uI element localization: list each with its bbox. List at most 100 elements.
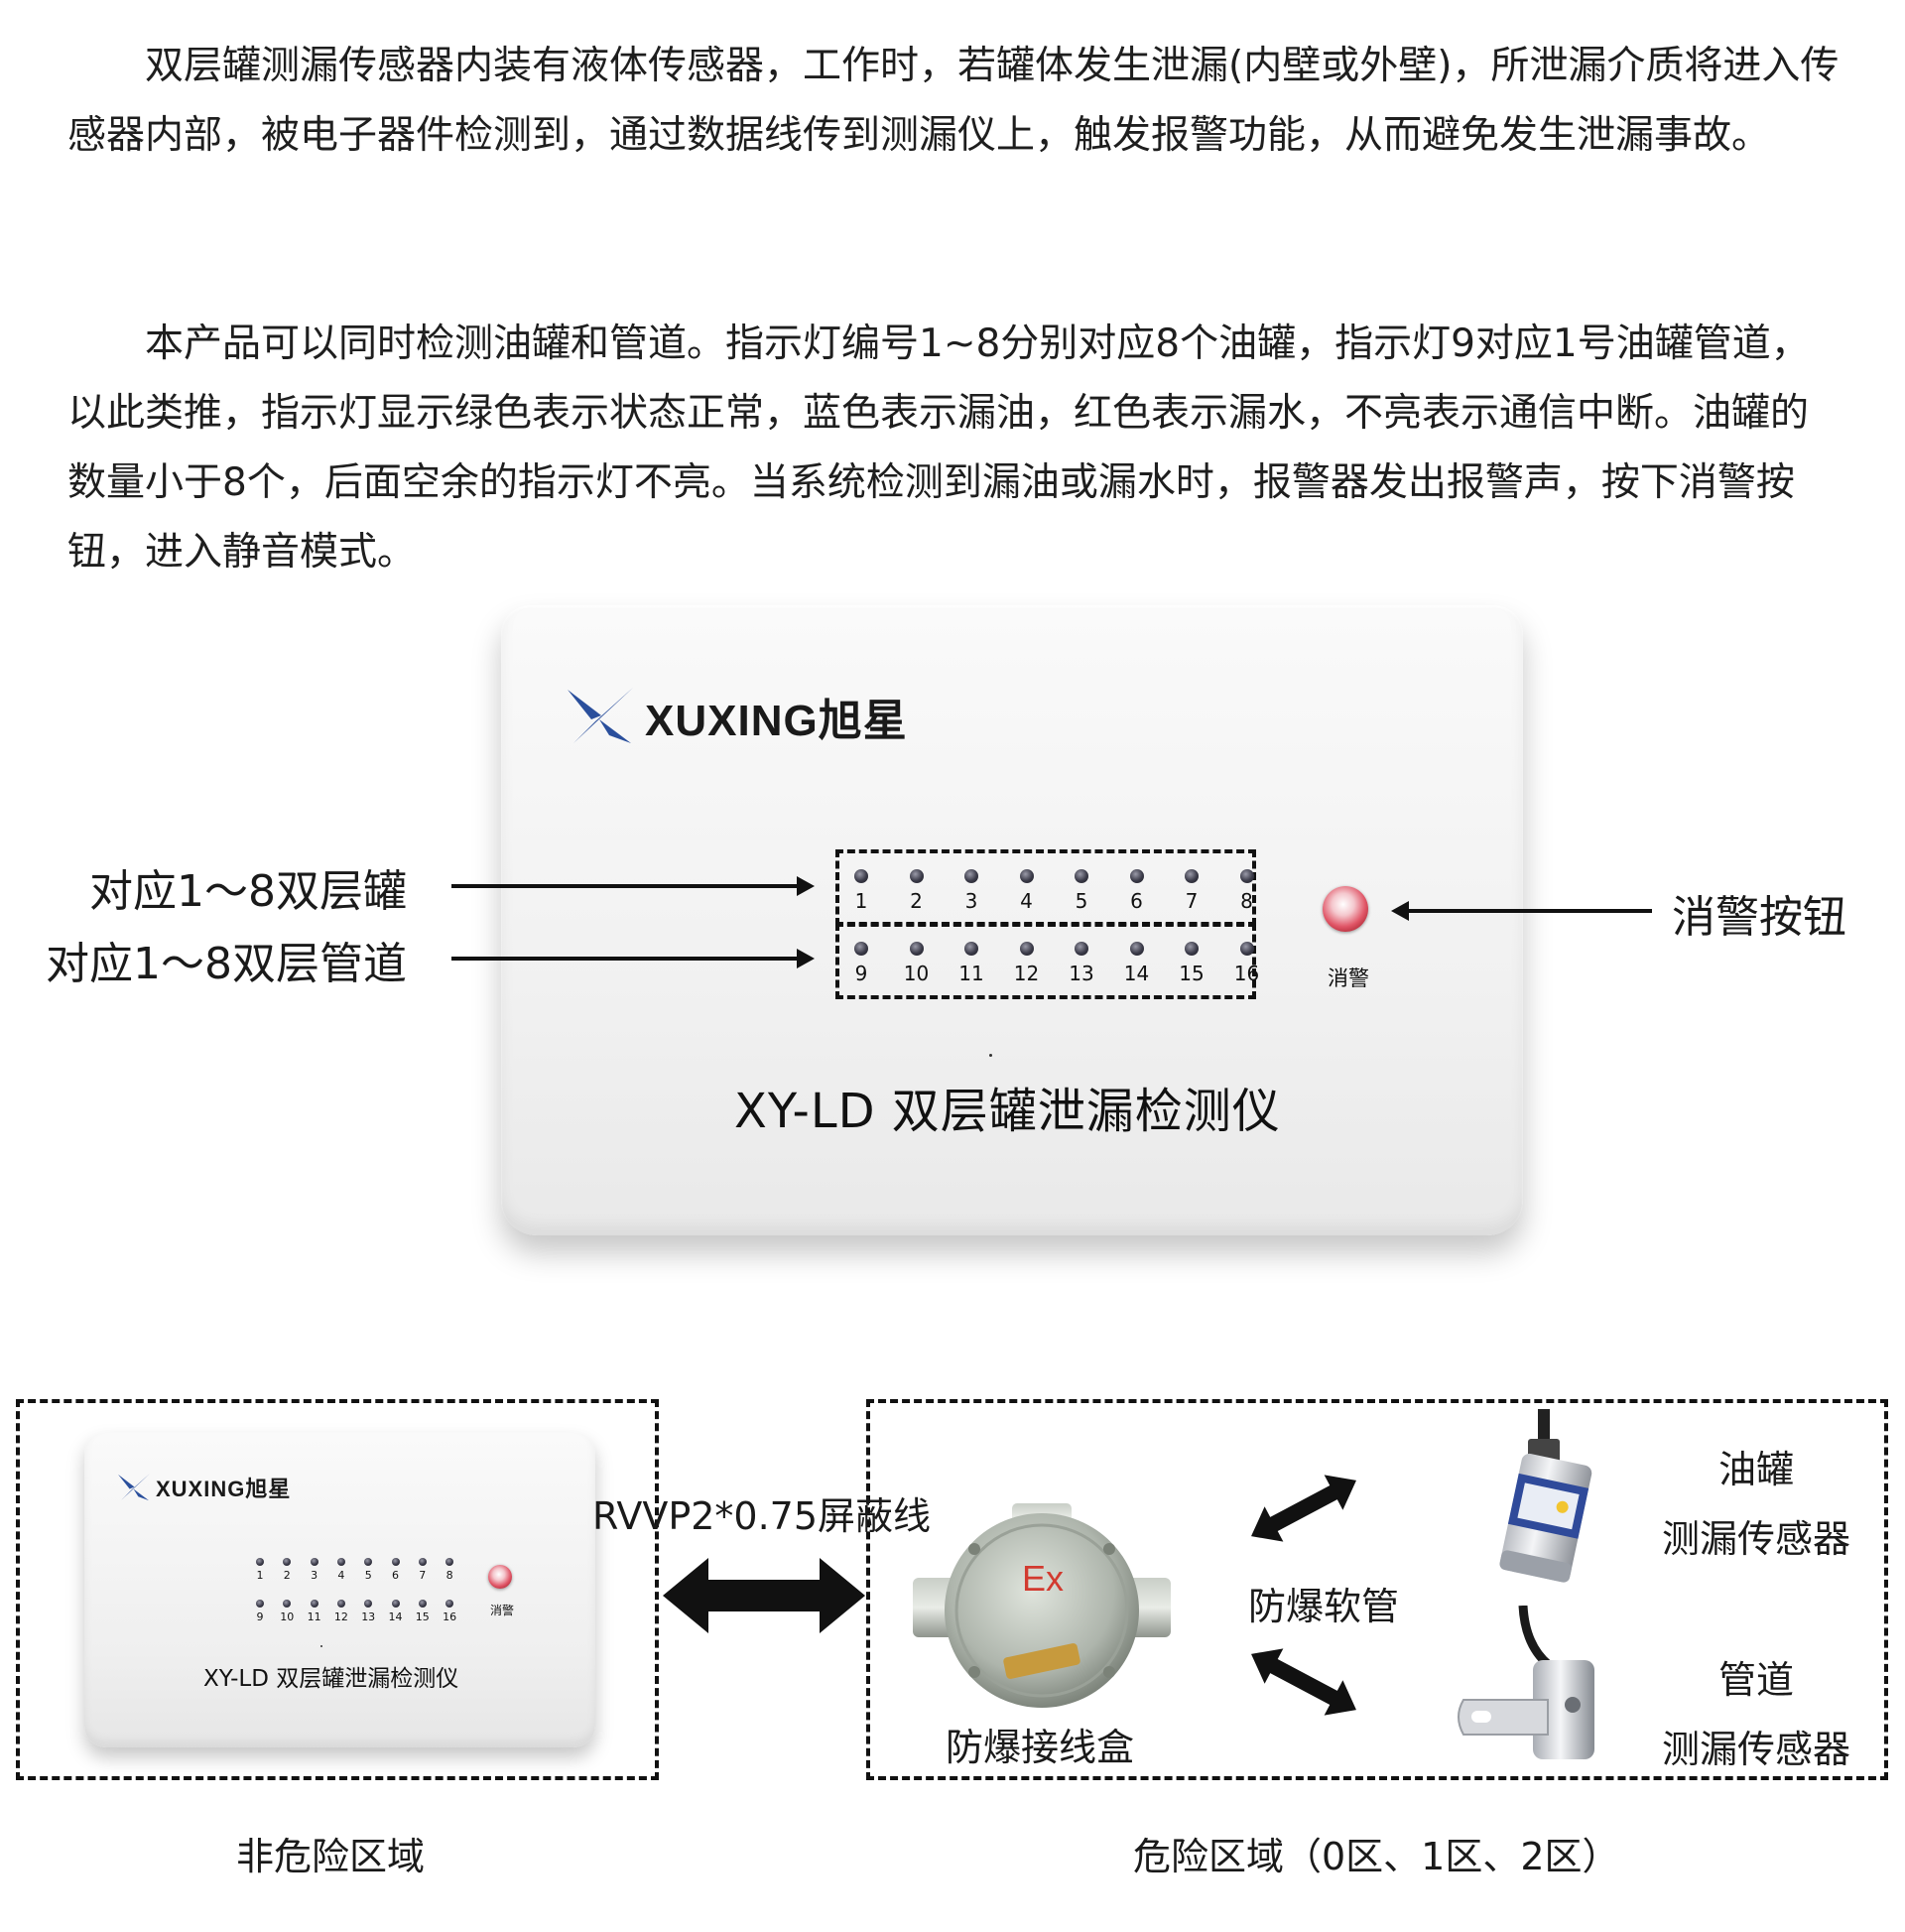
indicator-led-small: [256, 1558, 264, 1566]
intro-paragraph-1: 双层罐测漏传感器内装有液体传感器，工作时，若罐体发生泄漏(内壁或外壁)，所泄漏介…: [67, 44, 1840, 158]
arrow-silence-head: [1391, 901, 1409, 921]
cable-label: RVVP2*0.75屏蔽线: [592, 1494, 932, 1538]
indicator-led-number-small: 12: [333, 1610, 348, 1623]
indicator-led-small: [391, 1600, 400, 1608]
brand-logo: XUXING旭星: [566, 685, 908, 748]
non-hazardous-zone: [16, 1399, 659, 1780]
indicator-led: [909, 942, 924, 956]
arrow-tanks-head: [797, 876, 815, 896]
pipe-sensor-icon: [1458, 1606, 1594, 1759]
indicator-led-number: 12: [1013, 962, 1040, 985]
brand-logo-small: XUXING旭星: [117, 1472, 291, 1503]
indicator-led-number-small: 13: [361, 1610, 376, 1623]
indicator-led-small: [445, 1558, 454, 1566]
arrow-silence-line: [1409, 909, 1652, 913]
brand-name-small: XUXING旭星: [156, 1477, 292, 1501]
indicator-led-number: 4: [1020, 889, 1033, 913]
indicator-led-small: [283, 1600, 292, 1608]
pipe-sensor-label-1: 管道: [1717, 1658, 1794, 1702]
silence-alarm-button-small: [488, 1565, 512, 1589]
indicator-led-number-small: 2: [283, 1569, 291, 1582]
indicator-led-small: [391, 1558, 400, 1566]
indicator-led: [1239, 869, 1254, 883]
arrow-tanks-line: [451, 884, 799, 888]
indicator-led-number-small: 10: [280, 1610, 295, 1623]
indicator-led-number: 11: [958, 962, 984, 985]
indicator-led-small: [310, 1558, 318, 1566]
indicator-led-number-small: 4: [337, 1569, 345, 1582]
indicator-led: [1185, 869, 1199, 883]
callout-pipes: 对应1～8双层管道: [46, 939, 407, 989]
hazardous-zone: [866, 1399, 1888, 1780]
callout-silence-button: 消警按钮: [1672, 892, 1846, 943]
indicator-led: [854, 942, 868, 956]
indicator-led: [1075, 942, 1088, 956]
callout-tanks: 对应1～8双层罐: [89, 866, 407, 917]
indicator-led: [1239, 942, 1254, 956]
indicator-led-number: 1: [854, 889, 868, 913]
arrow-pipes-line: [451, 957, 799, 961]
intro-paragraph-2: 本产品可以同时检测油罐和管道。指示灯编号1~8分别对应8个油罐，指示灯9对应1号…: [67, 322, 1810, 575]
indicator-led-small: [418, 1600, 427, 1608]
tank-sensor-icon: [1499, 1409, 1592, 1583]
brand-name: XUXING旭星: [645, 697, 908, 745]
indicator-led-number: 10: [903, 962, 930, 985]
indicator-led-small: [418, 1558, 427, 1566]
hose-arrow-up-icon: [1251, 1475, 1356, 1542]
indicator-led-number: 2: [910, 889, 923, 913]
indicator-led-number: 3: [964, 889, 978, 913]
led-group-tanks: [835, 849, 1256, 926]
detector-device-small: [84, 1432, 595, 1747]
indicator-led: [964, 942, 978, 956]
explosion-proof-hose-label: 防爆软管: [1248, 1585, 1400, 1628]
indicator-led: [1019, 942, 1034, 956]
indicator-led: [1129, 869, 1144, 883]
indicator-led-number-small: 9: [256, 1610, 264, 1623]
hazardous-zone-label: 危险区域（0区、1区、2区）: [1133, 1835, 1620, 1878]
indicator-led: [854, 869, 868, 883]
indicator-led-number-small: 15: [415, 1610, 430, 1623]
hose-arrow-down-icon: [1251, 1648, 1356, 1716]
indicator-led-number-small: 7: [419, 1569, 427, 1582]
device-dot-small: [320, 1645, 322, 1647]
indicator-led-small: [310, 1600, 318, 1608]
indicator-led-number: 13: [1069, 962, 1094, 985]
device-dot: [989, 1054, 992, 1057]
xuxing-logo-icon: [568, 688, 633, 743]
indicator-led-number-small: 8: [445, 1569, 453, 1582]
arrow-pipes-head: [797, 949, 815, 968]
silence-alarm-label-small: 消警: [490, 1604, 515, 1617]
xuxing-logo-icon: [118, 1473, 150, 1501]
indicator-led: [1075, 869, 1088, 883]
indicator-led-number-small: 14: [388, 1610, 403, 1623]
indicator-led-number: 14: [1123, 962, 1150, 985]
indicator-led: [1019, 869, 1034, 883]
silence-alarm-button[interactable]: [1323, 886, 1368, 932]
indicator-led: [964, 869, 978, 883]
double-arrow-icon: [663, 1558, 865, 1633]
device-title: XY-LD 双层罐泄漏检测仪: [734, 1084, 1281, 1139]
tank-sensor-label-2: 测漏传感器: [1661, 1517, 1850, 1561]
indicator-led-small: [336, 1558, 345, 1566]
indicator-led-number: 15: [1179, 962, 1205, 985]
indicator-led: [1185, 942, 1199, 956]
indicator-led: [1129, 942, 1144, 956]
indicator-led-number: 5: [1075, 889, 1088, 913]
junction-box-mark: Ex: [1022, 1558, 1064, 1599]
indicator-led-number-small: 16: [443, 1610, 457, 1623]
indicator-led-small: [283, 1558, 292, 1566]
indicator-led-small: [445, 1600, 454, 1608]
junction-box-icon: Ex: [913, 1503, 1171, 1708]
indicator-led-number: 16: [1233, 962, 1260, 985]
indicator-led-number-small: 3: [311, 1569, 318, 1582]
indicator-led-number-small: 5: [364, 1569, 372, 1582]
indicator-led-small: [336, 1600, 345, 1608]
led-group-pipes: [835, 923, 1256, 999]
indicator-led-number-small: 1: [256, 1569, 264, 1582]
non-hazardous-zone-label: 非危险区域: [236, 1835, 426, 1878]
indicator-led-number: 8: [1240, 889, 1253, 913]
tank-sensor-label-1: 油罐: [1717, 1448, 1794, 1491]
junction-box-label: 防爆接线盒: [946, 1726, 1135, 1769]
indicator-led-small: [256, 1600, 264, 1608]
indicator-led: [909, 869, 924, 883]
